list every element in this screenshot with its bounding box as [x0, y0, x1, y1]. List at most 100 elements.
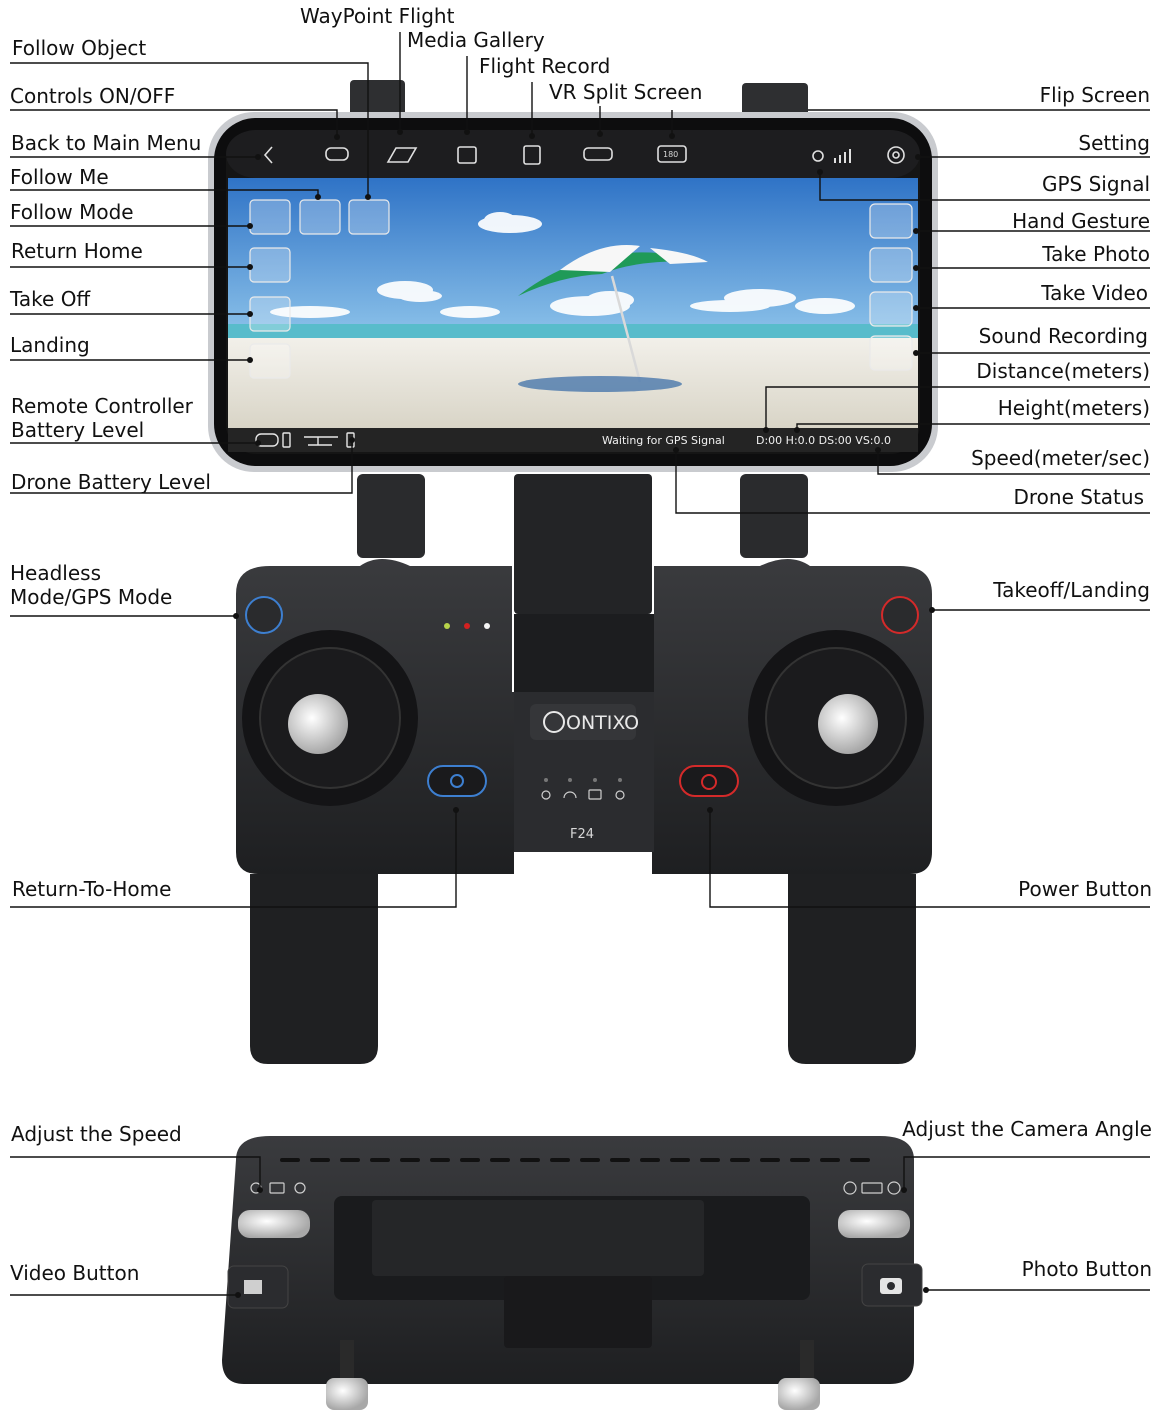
clamp-arm-left [357, 474, 425, 558]
takeoff-landing-button [881, 596, 919, 634]
take-off-icon [249, 296, 291, 332]
return-home-icon [249, 247, 291, 283]
flip-180-icon [657, 145, 687, 163]
grip-left [250, 874, 378, 1064]
label-adjust-the-speed: Adjust the Speed [11, 1122, 182, 1146]
callout-lines [10, 32, 1150, 1298]
label-follow-object: Follow Object [12, 36, 147, 60]
status-text: Waiting for GPS Signal [602, 434, 725, 447]
label-vr-split-screen: VR Split Screen [549, 80, 703, 104]
gear-icon [887, 146, 905, 164]
brand-logo: ONTIXO [566, 712, 639, 734]
stick-back-right [778, 1378, 820, 1410]
label-follow-mode: Follow Mode [10, 200, 134, 224]
label-takeoff-landing: Takeoff/Landing [993, 578, 1150, 602]
headless-gps-button [245, 596, 283, 634]
clamp-center [514, 474, 652, 614]
camera-icon [869, 247, 913, 283]
speed-icon [563, 791, 577, 799]
label-distance: Distance(meters) [976, 359, 1150, 383]
label-remote-controller-battery: Remote Controller Battery Level [11, 394, 193, 442]
stick-left [288, 694, 348, 754]
flight-record-icon [523, 145, 541, 165]
flip-180-label: 180 [663, 150, 678, 159]
speed-mode-icon [269, 1182, 285, 1194]
umbrella-pole [610, 275, 642, 383]
speed-dial [238, 1210, 310, 1238]
angle-indicator-icon [861, 1182, 883, 1194]
label-take-photo: Take Photo [1042, 242, 1150, 266]
label-adjust-camera-angle: Adjust the Camera Angle [902, 1117, 1152, 1141]
clamp-arm-right [740, 474, 808, 558]
clamp-tab-left [350, 80, 405, 120]
angle-down-icon [887, 1181, 901, 1195]
sea [228, 324, 918, 340]
label-photo-button: Photo Button [1021, 1257, 1152, 1281]
logo-mark [543, 711, 565, 733]
satellite-icon [615, 790, 625, 800]
controller-icon [255, 433, 279, 447]
label-headless-gps-mode: Headless Mode/GPS Mode [10, 561, 173, 609]
angle-up-icon [843, 1181, 857, 1195]
power-button [679, 765, 739, 797]
return-to-home-button [427, 765, 487, 797]
stick-right [818, 694, 878, 754]
clamp-tab-right [742, 83, 808, 117]
label-video-button: Video Button [10, 1261, 140, 1285]
controller-battery-icon [282, 432, 291, 448]
label-take-video: Take Video [1041, 281, 1148, 305]
camera-small-icon [588, 789, 602, 800]
landing-icon [249, 343, 291, 379]
clouds [270, 212, 855, 318]
waypoint-icon [386, 147, 418, 163]
label-hand-gesture: Hand Gesture [1012, 209, 1150, 233]
label-follow-me: Follow Me [10, 165, 109, 189]
model-label: F24 [570, 827, 594, 842]
gamepad-icon [325, 147, 349, 161]
app-status-bar [228, 428, 918, 452]
status-leds-row [544, 778, 622, 782]
led-green [444, 623, 450, 629]
grip-right [788, 874, 916, 1064]
home-icon [450, 774, 464, 788]
label-gps-signal: GPS Signal [1041, 172, 1150, 196]
microphone-icon [869, 335, 913, 371]
tray-hinge [504, 1276, 652, 1348]
label-sound-recording: Sound Recording [978, 324, 1148, 348]
follow-mode-icon [249, 199, 291, 235]
video-icon-back [244, 1280, 262, 1294]
camera-angle-dial [838, 1210, 910, 1238]
video-icon [869, 291, 913, 327]
telemetry-readout: D:00 H:0.0 DS:00 VS:0.0 [756, 434, 891, 447]
hand-gesture-icon [869, 203, 913, 239]
label-return-home: Return Home [11, 239, 143, 263]
gps-signal-bars [834, 149, 851, 163]
label-take-off: Take Off [10, 287, 91, 311]
label-speed: Speed(meter/sec) [971, 446, 1150, 470]
vent-slots [280, 1158, 870, 1162]
label-flip-screen: Flip Screen [1039, 83, 1150, 107]
gallery-icon [457, 146, 477, 164]
label-waypoint-flight: WayPoint Flight [300, 4, 455, 28]
back-icon [263, 146, 273, 164]
umbrella-shadow [518, 376, 682, 392]
follow-me-icon [299, 199, 341, 235]
label-height: Height(meters) [997, 396, 1150, 420]
label-drone-battery-level: Drone Battery Level [11, 470, 211, 494]
label-return-to-home: Return-To-Home [12, 877, 172, 901]
label-power-button: Power Button [1018, 877, 1152, 901]
vr-icon [583, 147, 613, 161]
label-landing: Landing [10, 333, 90, 357]
speed-up-icon [294, 1182, 306, 1194]
power-icon [701, 774, 717, 790]
led-red [464, 623, 470, 629]
app-top-bar [226, 130, 920, 178]
label-media-gallery: Media Gallery [407, 28, 545, 52]
label-drone-status: Drone Status [1013, 485, 1145, 509]
label-back-to-main-menu: Back to Main Menu [11, 131, 202, 155]
anchor-icon [541, 790, 551, 800]
drone-icon [304, 436, 338, 446]
label-controls-on-off: Controls ON/OFF [10, 84, 176, 108]
led-white [484, 623, 490, 629]
